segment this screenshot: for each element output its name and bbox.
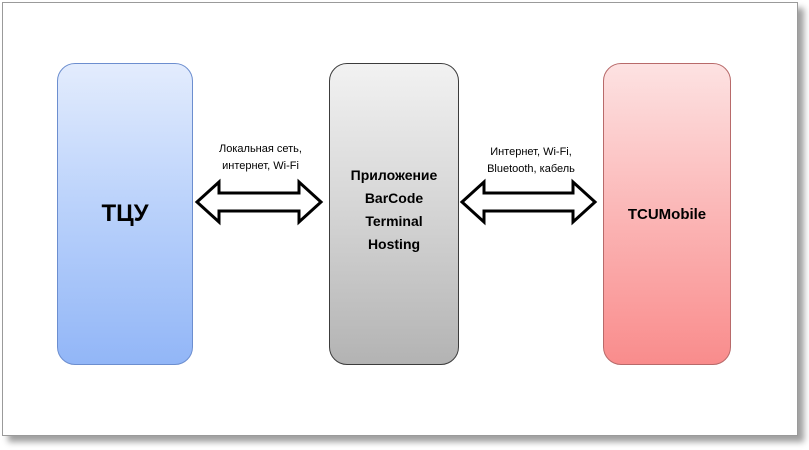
double-arrow-left-icon — [194, 178, 324, 226]
node-barcode-terminal-hosting-label: Приложение BarCode Terminal Hosting — [350, 167, 438, 252]
edge-left-label: Локальная сеть, интернет, Wi-Fi — [219, 143, 302, 172]
node-tcu-label: ТЦУ — [101, 200, 149, 227]
edge-right-label: Интернет, Wi-Fi, Bluetooth, кабель — [487, 146, 575, 175]
node-barcode-terminal-hosting: Приложение BarCode Terminal Hosting — [329, 63, 459, 365]
node-tcumobile: TCUMobile — [603, 63, 731, 365]
double-arrow-right-icon — [459, 178, 598, 226]
node-tcumobile-label: TCUMobile — [627, 205, 707, 223]
diagram-canvas: ТЦУ Приложение BarCode Terminal Hosting … — [2, 2, 798, 436]
node-tcu: ТЦУ — [57, 63, 193, 365]
arrows-layer — [194, 178, 598, 226]
